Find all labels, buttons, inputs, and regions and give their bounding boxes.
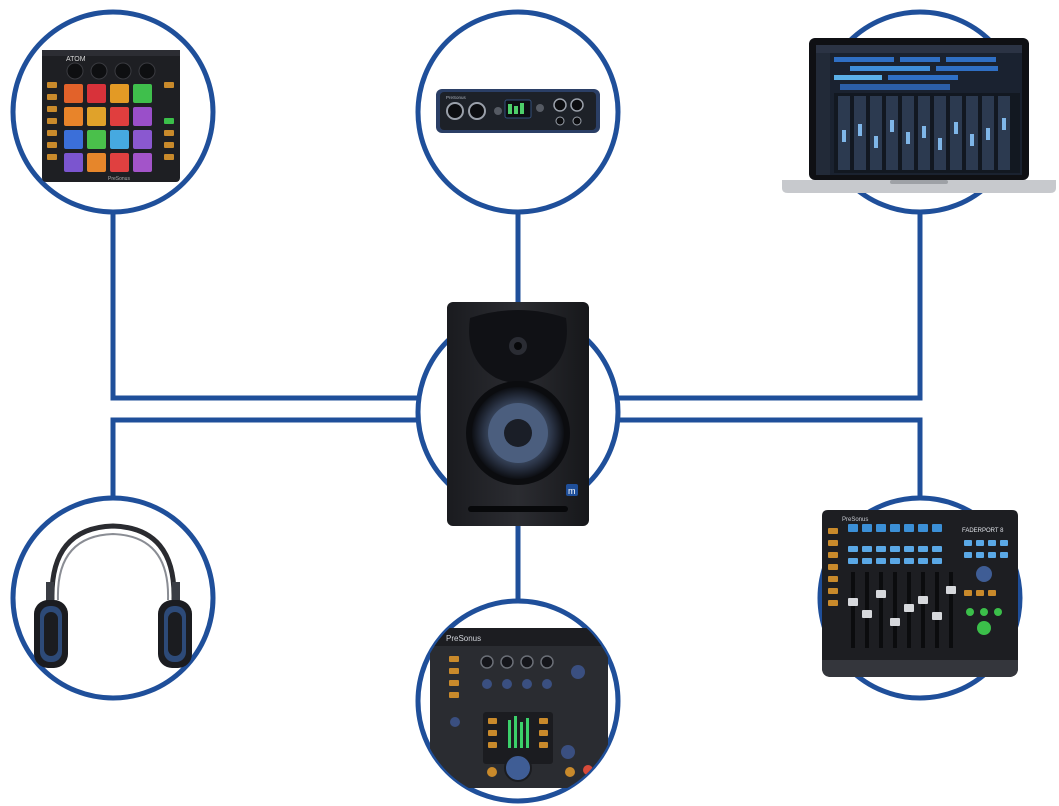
headphones-icon: [34, 523, 192, 668]
line-headphones: [110, 417, 420, 498]
connection-lines: [110, 195, 923, 601]
pad-controller-logo: ATOM: [66, 56, 86, 63]
monitor-controller-icon: PreSonus: [430, 628, 608, 788]
audio-interface-brand: PreSonus: [446, 95, 467, 100]
fader-controller-icon: PreSonus FADERPORT 8: [822, 510, 1018, 677]
line-laptop: [616, 195, 923, 401]
faderport-model: FADERPORT 8: [962, 528, 1004, 534]
faderport-brand: PreSonus: [842, 517, 868, 523]
line-pad-controller: [110, 212, 420, 401]
pad-controller-icon: ATOM: [42, 50, 180, 182]
laptop-icon: [782, 38, 1056, 193]
speaker-icon: m: [447, 302, 589, 526]
audio-interface-icon: PreSonus: [436, 89, 600, 133]
line-faderport: [616, 417, 923, 498]
svg-text:m: m: [568, 486, 576, 496]
monitor-controller-brand: PreSonus: [446, 634, 481, 643]
pad-controller-brand: PreSonus: [108, 176, 130, 182]
